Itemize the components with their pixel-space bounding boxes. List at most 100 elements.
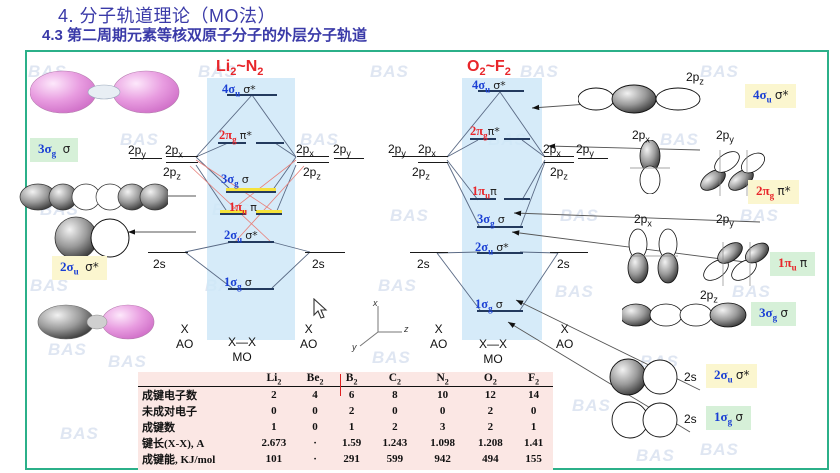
cell: 1	[530, 421, 537, 434]
mo-level-1pi-u-left-a-hl	[220, 210, 246, 213]
ao-label-2pz-left-r: 2pz	[412, 165, 430, 182]
mo-level-1sigma-g-right	[477, 310, 523, 312]
mo-caption-mo: MO	[232, 350, 252, 364]
table-row: 成键电子数 2 4 6 8 10 12 14	[138, 387, 553, 404]
cell: 6	[348, 389, 355, 402]
row-label: 成键能, KJ/mol	[142, 454, 216, 467]
ao-level-2s-left-r	[410, 252, 448, 253]
ao-level-2pz-right	[297, 162, 329, 163]
cell: 0	[271, 405, 277, 418]
table-row: 成键能, KJ/mol 101 · 291 599 942 494 155	[138, 451, 553, 467]
row-label: 成键数	[142, 422, 175, 435]
cell: 101	[265, 453, 283, 466]
orbital-picture-2py-right	[700, 150, 765, 196]
ao-label-2px-right-r: 2px	[543, 142, 561, 159]
ao-label-2pz-right: 2pz	[303, 165, 321, 182]
mo-level-2pi-g-left-a	[218, 142, 246, 144]
orbital-picture-2sigma-u	[54, 216, 130, 260]
orbital-picture-3sigma-g-right	[622, 302, 747, 328]
cell: 2	[487, 421, 494, 434]
mo-level-2pi-g-right-b	[504, 138, 530, 140]
ao-label-2s-right: 2s	[312, 257, 325, 271]
ao-label-2px-right-top: 2px	[632, 128, 650, 145]
ao-label-2s-left-r: 2s	[417, 257, 430, 271]
ao-label-2s-left: 2s	[153, 257, 166, 271]
ao-label-2px-right: 2px	[296, 142, 314, 159]
orbital-picture-2py-lower	[703, 242, 769, 286]
mo-label-2sigma-u-right: 2σu σ*	[475, 240, 509, 257]
orbital-picture-3sigma-g-left	[30, 70, 180, 114]
ao-caption-x: X	[304, 322, 313, 336]
cell: 12	[484, 389, 496, 402]
cell: 14	[528, 389, 540, 402]
mo-level-2pi-g-left-b	[256, 142, 284, 144]
table-header-cell: C2	[370, 372, 419, 388]
callout-1pi-u-right: 1πu π	[770, 252, 816, 276]
callout-3sigma-g-left: 3σg σ	[30, 138, 79, 162]
table-header-cell: F2	[514, 372, 553, 388]
mo-level-2sigma-u-right	[477, 252, 523, 254]
ao-label-2s-right-2: 2s	[684, 412, 697, 426]
ao-label-2pz-right-top: 2pz	[686, 70, 704, 87]
ao-level-2px-right	[297, 156, 329, 157]
ao-level-2pz-left	[166, 162, 198, 163]
mo-level-3sigma-g-left	[226, 191, 276, 193]
ao-caption-ao: AO	[430, 337, 448, 351]
ao-caption-left-right: X AO	[300, 322, 317, 352]
page-title: 4. 分子轨道理论（MO法）	[58, 6, 277, 26]
ao-caption-x: X	[560, 322, 569, 336]
table-header-cell: Be2	[297, 372, 333, 388]
orbital-picture-1sigma-g-right	[611, 401, 678, 439]
mo-level-4sigma-u-right	[478, 90, 524, 92]
orbital-picture-2sigma-u-right	[609, 358, 678, 396]
mo-caption-left: X—X MO	[228, 335, 256, 365]
ao-level-2s-left	[148, 252, 188, 253]
ao-label-2py-left: 2py	[128, 143, 146, 160]
row-label: 键长(X-X), A	[142, 438, 205, 451]
properties-table-container: Li2 Be2 B2 C2 N2 O2 F2 成键电子数 2 4 6 8 10	[138, 372, 553, 470]
mo-caption-xx: X—X	[228, 335, 257, 349]
ao-level-2s-right	[305, 252, 345, 253]
cell: 2	[271, 389, 277, 402]
ao-level-2pz-right-r	[544, 162, 574, 163]
mo-level-4sigma-u-left	[227, 94, 277, 96]
cell: 2	[487, 405, 494, 418]
ao-level-2px-left	[166, 156, 198, 157]
ao-label-2pz-right-r: 2pz	[550, 165, 568, 182]
mo-level-1pi-u-right-b	[504, 198, 530, 200]
ao-label-2px-lower: 2px	[634, 212, 652, 229]
callout-3sigma-g-right: 3σg σ	[751, 302, 796, 326]
cell: 1	[271, 421, 277, 434]
ao-caption-right-right: X AO	[556, 322, 573, 352]
callout-2pi-g-right: 2πg π*	[748, 180, 799, 204]
mo-label-2pi-g-right: 2πgπ*	[470, 124, 500, 141]
mo-level-2pi-g-right-a	[470, 138, 496, 140]
axis-label-z: z	[404, 324, 409, 334]
table-header-cell: N2	[418, 372, 467, 388]
axis-label-x: x	[373, 298, 378, 308]
row-label: 未成对电子	[142, 406, 197, 419]
cell: 4	[312, 389, 318, 402]
cell: 0	[439, 405, 446, 418]
ao-label-2py-left-r: 2py	[388, 142, 406, 159]
orbital-picture-3sigma-g-nodes	[19, 183, 168, 211]
orbital-picture-4sigma-u-right	[578, 84, 701, 114]
ao-caption-right-left: X AO	[430, 322, 447, 352]
ao-caption-ao: AO	[300, 337, 318, 351]
mo-caption-mo: MO	[483, 352, 503, 366]
ao-label-2pz-left: 2pz	[163, 165, 181, 182]
ao-label-2s-right-r: 2s	[557, 257, 570, 271]
section-number: 4.3	[42, 27, 63, 44]
mo-level-3sigma-g-left-hl	[226, 188, 276, 191]
mo-level-3sigma-g-right	[477, 226, 523, 228]
ao-label-2py-right-r: 2py	[576, 142, 594, 159]
callout-2sigma-u-right: 2σu σ*	[706, 364, 758, 388]
cell: 942	[434, 453, 451, 466]
cell: 0	[392, 405, 398, 418]
ao-label-2py-right-top: 2py	[716, 128, 734, 145]
ao-level-2pz-left-r	[418, 162, 448, 163]
mo-caption-xx: X—X	[479, 337, 508, 351]
cell: 2.673	[261, 437, 287, 450]
ao-caption-ao: AO	[176, 337, 194, 351]
cell: 1.243	[382, 437, 408, 450]
